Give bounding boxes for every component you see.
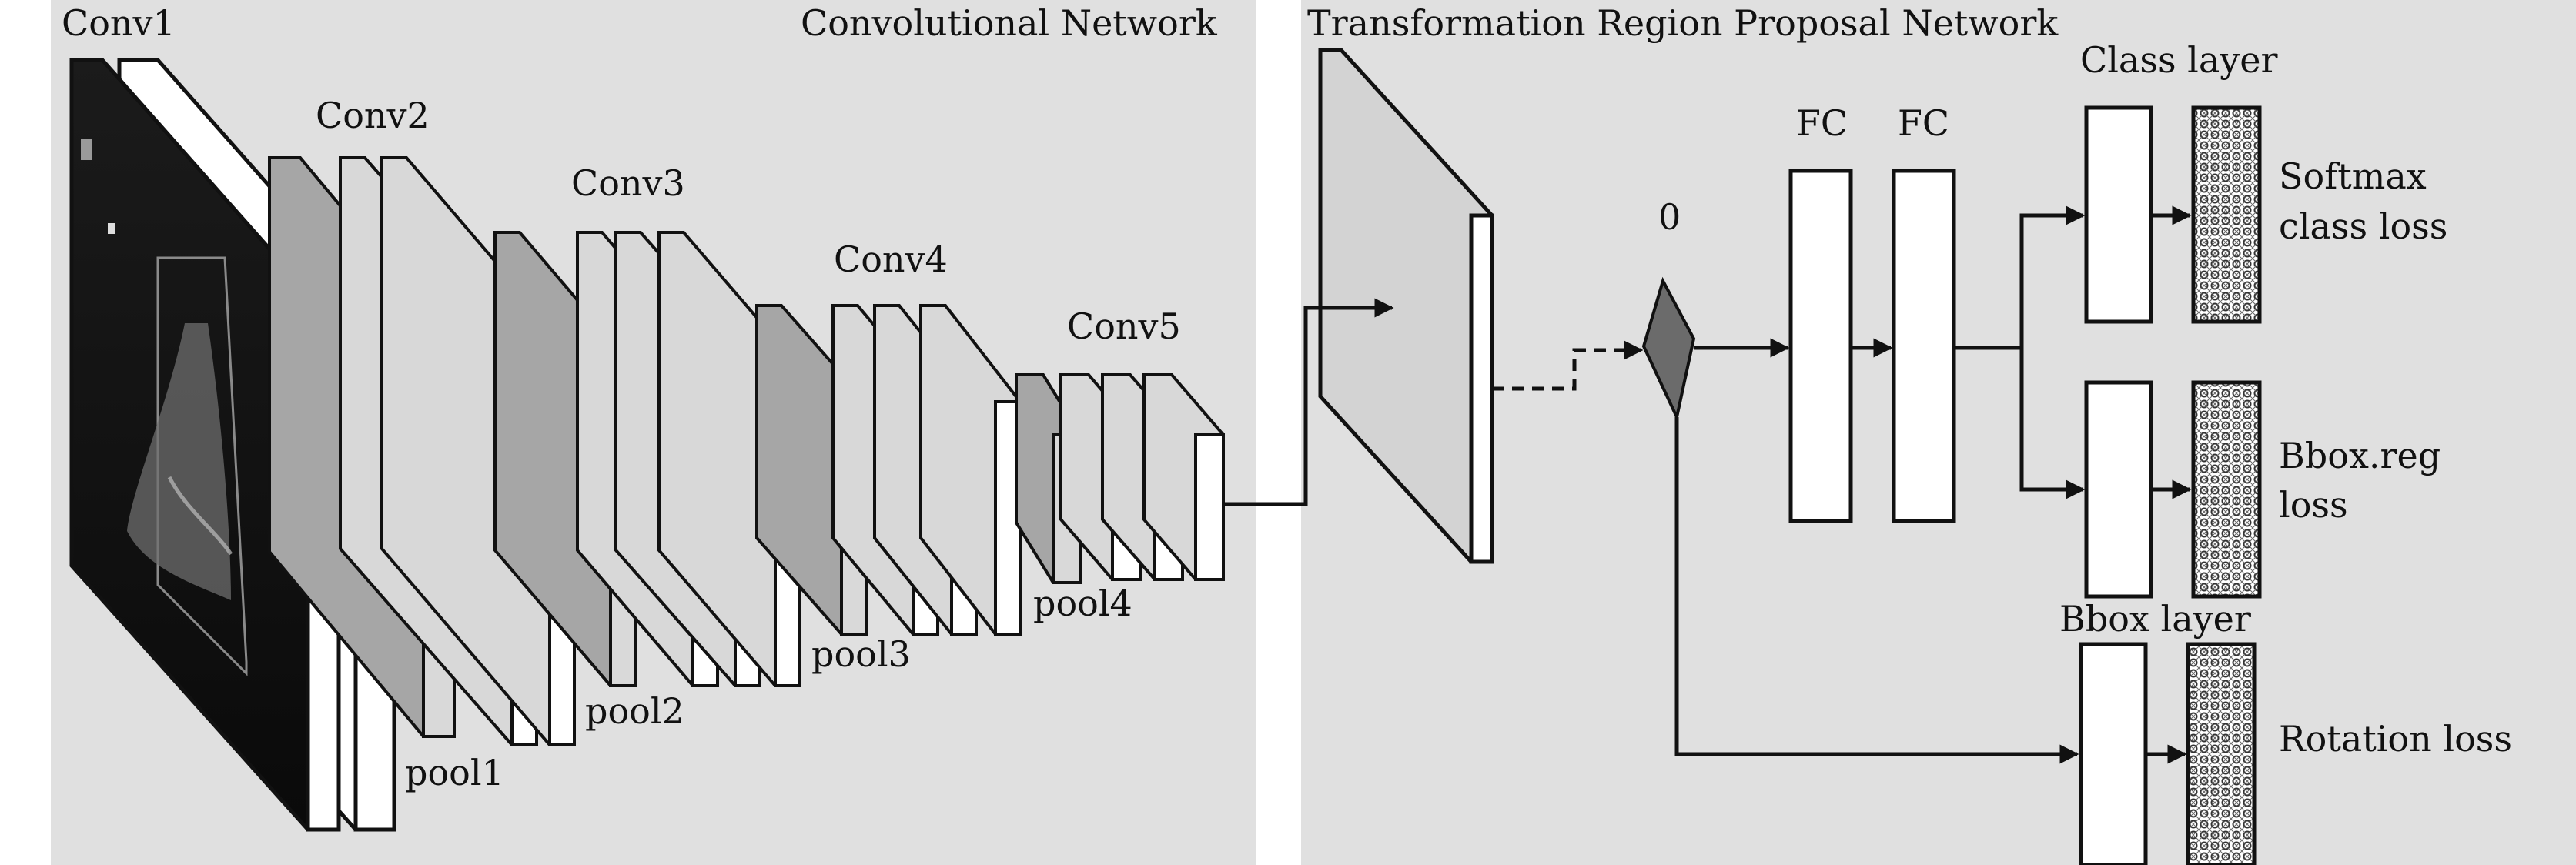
fc1-layer <box>1788 169 1853 523</box>
conv5-to-plane-connector <box>1224 298 1394 506</box>
ultrasound-echo-detail <box>167 476 233 556</box>
conv3-label: Conv3 <box>571 162 685 204</box>
bbox-layer-box <box>2079 642 2148 865</box>
theta-to-rotation-path <box>1674 417 2079 764</box>
bbox-reg-box <box>2084 380 2153 599</box>
softmax-loss-label-line2: class loss <box>2279 205 2447 247</box>
pool3-label: pool3 <box>811 633 911 675</box>
ultrasound-echo-shape <box>127 323 231 600</box>
bbox-reg-loss-box <box>2191 380 2262 599</box>
fc2-layer <box>1892 169 1956 523</box>
conv2-label: Conv2 <box>316 95 430 136</box>
ultrasound-marker-1 <box>81 139 92 160</box>
conv1-label: Conv1 <box>62 2 176 44</box>
class-layer-box <box>2084 105 2153 324</box>
conv-pool-slabs <box>268 156 1225 746</box>
convolutional-network-title: Convolutional Network <box>801 2 1218 44</box>
branch-to-class-layer <box>2019 205 2086 348</box>
conv4-label: Conv4 <box>834 239 948 280</box>
fc1-label: FC <box>1796 102 1848 144</box>
bbox-reg-loss-label-line2: loss <box>2279 484 2348 526</box>
conv5-slab-3-front <box>1194 433 1225 581</box>
pool2-label: pool2 <box>585 690 684 732</box>
class-layer-label: Class layer <box>2080 39 2278 81</box>
trpn-title: Transformation Region Proposal Network <box>1307 2 2059 44</box>
rotation-loss-box <box>2186 642 2257 865</box>
softmax-loss-box <box>2191 105 2262 324</box>
fc2-label: FC <box>1898 102 1949 144</box>
branch-to-bbox-reg <box>2019 348 2086 499</box>
left-panel-labels: Conv1 Conv2 Conv3 Conv4 Conv5 pool1 pool… <box>62 2 1181 793</box>
proposal-plane <box>1318 48 1494 564</box>
theta-parallelogram <box>1641 276 1696 422</box>
theta-label: 0 <box>1658 196 1681 238</box>
plane-to-theta-dashed-connector <box>1492 340 1644 391</box>
bbox-reg-loss-label-line1: Bbox.reg <box>2279 435 2441 476</box>
conv5-label: Conv5 <box>1067 306 1181 347</box>
proposal-plane-edge <box>1469 213 1494 564</box>
pool1-label: pool1 <box>405 752 504 793</box>
softmax-loss-label-line1: Softmax <box>2279 155 2427 197</box>
rotation-loss-label: Rotation loss <box>2279 718 2512 760</box>
pool4-label: pool4 <box>1033 583 1132 624</box>
bbox-layer-label: Bbox layer <box>2059 598 2251 640</box>
ultrasound-marker-2 <box>108 223 115 234</box>
